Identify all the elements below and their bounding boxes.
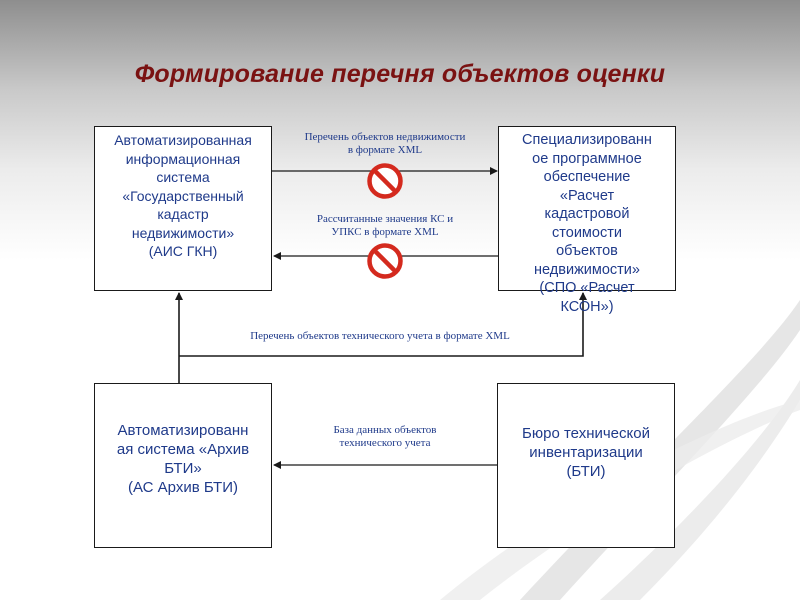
box-line: информационная xyxy=(125,150,241,167)
label-line: в формате XML xyxy=(347,144,423,156)
box-line: объектов xyxy=(556,243,618,259)
box-line: Автоматизированн xyxy=(117,421,249,439)
box-line: «Государственный xyxy=(122,187,244,204)
as-archive-bti-box: Автоматизированн ая система «Архив БТИ» … xyxy=(94,383,272,548)
bti-box: Бюро технической инвентаризации (БТИ) xyxy=(497,383,675,548)
box-line: «Расчет xyxy=(559,187,615,204)
box-line: (СПО «Расчет xyxy=(539,280,635,296)
box-line: обеспечение xyxy=(543,169,631,185)
box-line: (АИС ГКН) xyxy=(148,243,218,259)
box-line: недвижимости» xyxy=(534,261,640,278)
label-line: База данных объектов xyxy=(333,424,437,436)
prohibited-icon xyxy=(367,163,403,199)
box-line: ая система «Архив xyxy=(116,440,250,458)
tech-database-label: База данных объектов технического учета xyxy=(272,424,498,450)
box-line: кадастр xyxy=(157,206,209,222)
label-line: Рассчитанные значения КС и xyxy=(316,213,454,225)
box-line: инвентаризации xyxy=(529,444,643,461)
label-line: Перечень объектов недвижимости xyxy=(304,131,466,143)
prohibited-icon xyxy=(367,243,403,279)
label-line: технического учета xyxy=(339,437,431,449)
box-line: система xyxy=(156,169,210,185)
box-line: (БТИ) xyxy=(566,463,606,480)
box-line: стоимости xyxy=(552,224,622,241)
label-line: УПКС в формате XML xyxy=(331,226,439,238)
page-title: Формирование перечня объектов оценки xyxy=(134,60,666,88)
calculated-values-xml-label: Рассчитанные значения КС и УПКС в формат… xyxy=(272,213,498,239)
box-line: Бюро технической xyxy=(522,425,650,442)
box-line: кадастровой xyxy=(544,206,630,222)
objects-list-xml-label: Перечень объектов недвижимости в формате… xyxy=(272,131,498,157)
box-line: БТИ» xyxy=(164,459,202,477)
technical-list-xml-label: Перечень объектов технического учета в ф… xyxy=(250,330,510,342)
box-line: Специализированн xyxy=(522,132,652,148)
ais-gkn-box: Автоматизированная информационная систем… xyxy=(94,126,272,291)
box-line: Автоматизированная xyxy=(114,132,252,148)
box-line: КСОН») xyxy=(560,298,614,315)
arrow-archive-to-spo xyxy=(179,292,587,357)
spo-ksom-box: Специализированн ое программное обеспече… xyxy=(498,126,676,315)
box-line: недвижимости» xyxy=(131,224,235,241)
box-line: ое программное xyxy=(532,150,642,167)
box-line: (АС Архив БТИ) xyxy=(128,478,238,496)
